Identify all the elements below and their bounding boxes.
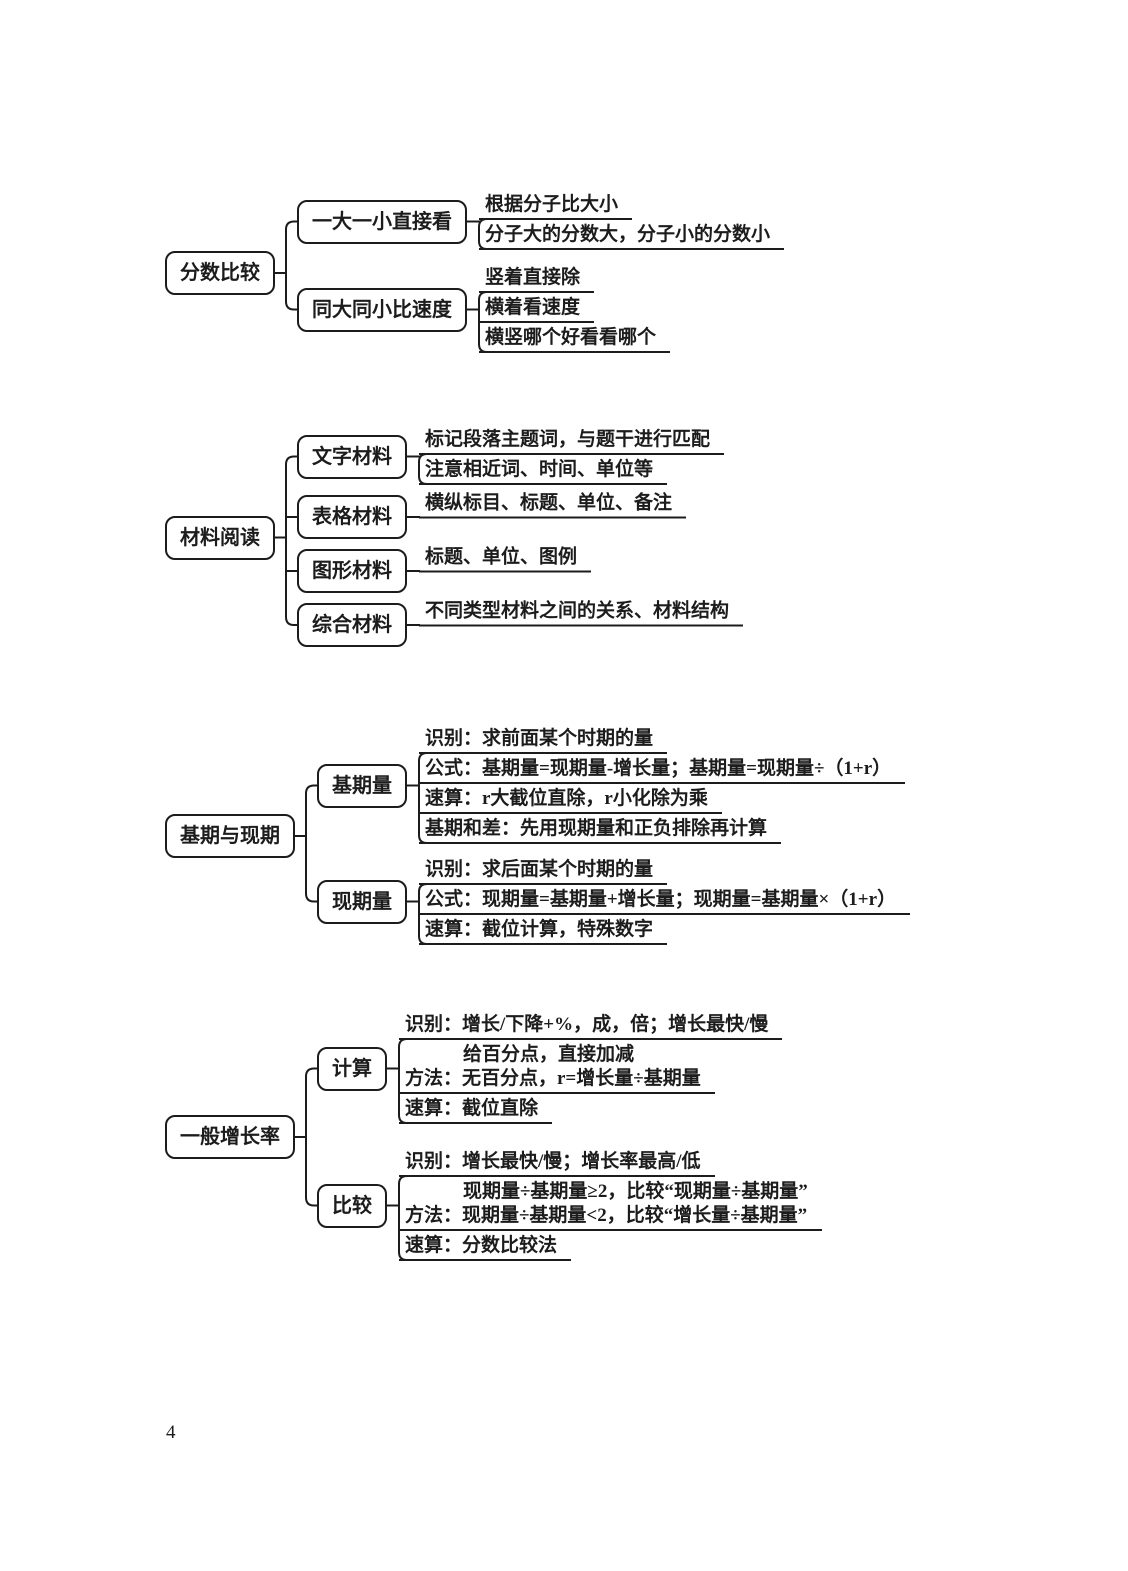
leaf-group: 识别：增长/下降+%，成，倍；增长最快/慢 给百分点，直接加减 方法：无百分点，…: [399, 1013, 783, 1124]
leaf-group: 不同类型材料之间的关系、材料结构: [419, 599, 744, 626]
branch-same-size-compare-speed: 同大同小比速度: [297, 287, 467, 332]
leaf-note: 标题、单位、图例: [419, 545, 592, 572]
leaf-group: 识别：求后面某个时期的量 公式：现期量=基期量+增长量；现期量=基期量×（1+r…: [419, 858, 911, 945]
diagram-material-reading: 材料阅读 文字材料 标记段落主题词，与题干进行匹配 注意相近词、时间、单位等 表…: [165, 428, 744, 647]
leaf-note: 不同类型材料之间的关系、材料结构: [419, 599, 744, 626]
branch-comparison: 比较: [317, 1183, 387, 1228]
branch-row: 图形材料 标题、单位、图例: [297, 546, 743, 593]
branch-current-quantity: 现期量: [317, 879, 407, 924]
branch-base-quantity: 基期量: [317, 763, 407, 808]
branch-row: 一大一小直接看 根据分子比大小 分子大的分数大，分子小的分数小: [297, 193, 785, 250]
leaf-note-line: 现期量÷基期量≥2，比较“现期量÷基期量”: [463, 1181, 808, 1202]
leaf-note: 根据分子比大小: [479, 193, 633, 220]
leaf-note: 给百分点，直接加减 方法：无百分点，r=增长量÷基期量: [399, 1043, 715, 1094]
branch-one-big-one-small: 一大一小直接看: [297, 199, 467, 244]
leaf-note: 标记段落主题词，与题干进行匹配: [419, 428, 725, 455]
leaf-note-line: 方法：现期量÷基期量<2，比较“增长量÷基期量”: [405, 1205, 808, 1226]
page-number: 4: [166, 1422, 176, 1443]
branch-text-material: 文字材料: [297, 434, 407, 479]
branch-row: 计算 识别：增长/下降+%，成，倍；增长最快/慢 给百分点，直接加减 方法：无百…: [317, 1013, 822, 1124]
leaf-note: 识别：增长/下降+%，成，倍；增长最快/慢: [399, 1013, 783, 1040]
leaf-note: 竖着直接除: [479, 266, 595, 293]
leaf-note: 横竖哪个好看看哪个: [479, 326, 671, 353]
leaf-note: 速算：截位直除: [399, 1097, 553, 1124]
leaf-note: 横纵标目、标题、单位、备注: [419, 491, 687, 518]
leaf-group: 识别：增长最快/慢；增长率最高/低 现期量÷基期量≥2，比较“现期量÷基期量” …: [399, 1150, 822, 1261]
branch-group: 一大一小直接看 根据分子比大小 分子大的分数大，分子小的分数小 同大同小比速度 …: [297, 193, 785, 353]
leaf-note: 基期和差：先用现期量和正负排除再计算: [419, 817, 782, 844]
topic-base-and-current-period: 基期与现期: [165, 814, 295, 858]
leaf-note: 速算：截位计算，特殊数字: [419, 918, 668, 945]
topic-general-growth-rate: 一般增长率: [165, 1115, 295, 1159]
diagram-base-and-current-period: 基期与现期 基期量 识别：求前面某个时期的量 公式：基期量=现期量-增长量；基期…: [165, 727, 911, 945]
topic-fraction-comparison: 分数比较: [165, 251, 275, 295]
diagram-fraction-comparison: 分数比较 一大一小直接看 根据分子比大小 分子大的分数大，分子小的分数小 同大同…: [165, 193, 785, 353]
branch-row: 现期量 识别：求后面某个时期的量 公式：现期量=基期量+增长量；现期量=基期量×…: [317, 858, 911, 945]
branch-group: 基期量 识别：求前面某个时期的量 公式：基期量=现期量-增长量；基期量=现期量÷…: [317, 727, 911, 945]
leaf-note: 速算：r大截位直除，r小化除为乘: [419, 787, 722, 814]
leaf-group: 标记段落主题词，与题干进行匹配 注意相近词、时间、单位等: [419, 428, 725, 485]
leaf-group: 识别：求前面某个时期的量 公式：基期量=现期量-增长量；基期量=现期量÷（1+r…: [419, 727, 906, 844]
leaf-note: 分子大的分数大，分子小的分数小: [479, 223, 785, 250]
branch-chart-material: 图形材料: [297, 549, 407, 593]
leaf-note: 注意相近词、时间、单位等: [419, 458, 668, 485]
branch-row: 比较 识别：增长最快/慢；增长率最高/低 现期量÷基期量≥2，比较“现期量÷基期…: [317, 1150, 822, 1261]
leaf-group: 标题、单位、图例: [419, 545, 592, 572]
branch-row: 综合材料 不同类型材料之间的关系、材料结构: [297, 600, 744, 647]
leaf-group: 横纵标目、标题、单位、备注: [419, 491, 687, 518]
leaf-note: 横着看速度: [479, 296, 595, 323]
leaf-note: 速算：分数比较法: [399, 1234, 572, 1261]
diagram-general-growth-rate: 一般增长率 计算 识别：增长/下降+%，成，倍；增长最快/慢 给百分点，直接加减…: [165, 1013, 822, 1261]
leaf-note-line: 给百分点，直接加减: [463, 1044, 635, 1065]
branch-row: 同大同小比速度 竖着直接除 横着看速度 横竖哪个好看看哪个: [297, 266, 784, 353]
branch-table-material: 表格材料: [297, 495, 407, 539]
leaf-note-line: 方法：无百分点，r=增长量÷基期量: [405, 1068, 701, 1089]
branch-composite-material: 综合材料: [297, 603, 407, 647]
leaf-note: 公式：现期量=基期量+增长量；现期量=基期量×（1+r）: [419, 888, 911, 915]
branch-group: 计算 识别：增长/下降+%，成，倍；增长最快/慢 给百分点，直接加减 方法：无百…: [317, 1013, 822, 1261]
leaf-note: 识别：求后面某个时期的量: [419, 858, 668, 885]
branch-row: 基期量 识别：求前面某个时期的量 公式：基期量=现期量-增长量；基期量=现期量÷…: [317, 727, 910, 844]
branch-group: 文字材料 标记段落主题词，与题干进行匹配 注意相近词、时间、单位等 表格材料 横…: [297, 428, 744, 647]
branch-row: 文字材料 标记段落主题词，与题干进行匹配 注意相近词、时间、单位等: [297, 428, 743, 485]
leaf-group: 根据分子比大小 分子大的分数大，分子小的分数小: [479, 193, 785, 250]
branch-row: 表格材料 横纵标目、标题、单位、备注: [297, 492, 743, 539]
topic-material-reading: 材料阅读: [165, 515, 275, 560]
leaf-group: 竖着直接除 横着看速度 横竖哪个好看看哪个: [479, 266, 671, 353]
leaf-note: 识别：求前面某个时期的量: [419, 727, 668, 754]
leaf-note: 现期量÷基期量≥2，比较“现期量÷基期量” 方法：现期量÷基期量<2，比较“增长…: [399, 1180, 822, 1231]
branch-calculation: 计算: [317, 1046, 387, 1091]
leaf-note: 公式：基期量=现期量-增长量；基期量=现期量÷（1+r）: [419, 757, 906, 784]
leaf-note: 识别：增长最快/慢；增长率最高/低: [399, 1150, 715, 1177]
